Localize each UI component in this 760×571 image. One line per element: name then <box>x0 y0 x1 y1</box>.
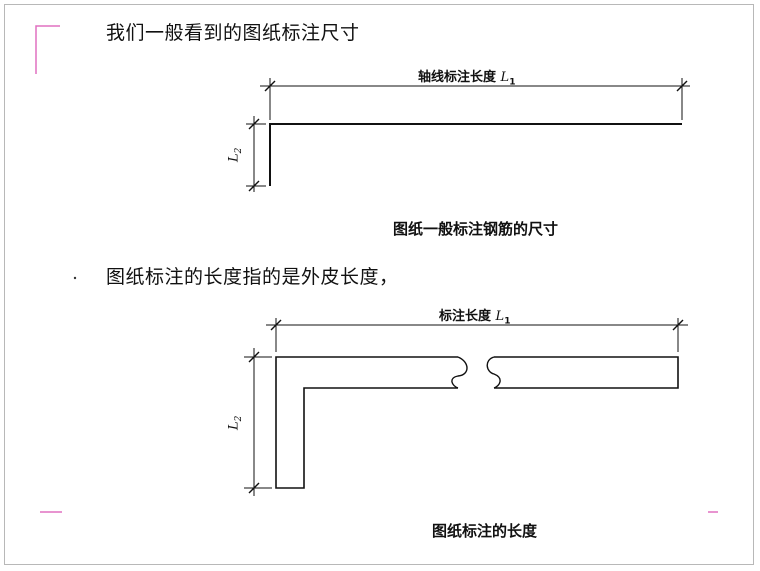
dim1v-symbol: L <box>226 153 242 162</box>
dim2-label: 标注长度 L1 <box>439 305 510 327</box>
dim1-label-text: 轴线标注长度 <box>418 70 497 85</box>
diagram1 <box>246 78 690 192</box>
dim2v-subscript: 2 <box>233 415 244 422</box>
dim1-label: 轴线标注长度 L1 <box>418 66 515 88</box>
dim1-symbol: L <box>500 70 510 85</box>
dim2-vertical-label: L2 <box>226 416 244 430</box>
rebar-line <box>269 123 682 186</box>
dim2v-symbol: L <box>226 421 242 430</box>
rebar-outline-right <box>494 356 679 389</box>
dim1v-tick-top <box>248 118 260 130</box>
bullet-dot <box>73 276 77 280</box>
dim2-tick-right <box>672 319 684 331</box>
dim1v-tick-bottom <box>248 180 260 192</box>
dim1-subscript: 1 <box>509 77 516 88</box>
dim1-vertical-label: L2 <box>226 148 244 162</box>
dim2-label-text: 标注长度 <box>439 309 492 324</box>
dim2-subscript: 1 <box>504 316 511 327</box>
dim2v-tick-top <box>248 351 260 363</box>
caption-2: 图纸标注的长度 <box>432 522 538 540</box>
break-symbol-left <box>451 356 468 389</box>
dim2-tick-left <box>270 319 282 331</box>
caption-1: 图纸一般标注钢筋的尺寸 <box>393 220 559 238</box>
break-symbol-right <box>486 356 501 389</box>
heading-1: 我们一般看到的图纸标注尺寸 <box>106 22 360 44</box>
heading-2: 图纸标注的长度指的是外皮长度， <box>106 266 399 288</box>
dim2-symbol: L <box>495 309 505 324</box>
rebar-outline-left <box>275 356 458 489</box>
top-left-corner-mark <box>35 25 60 74</box>
dim1-tick-left <box>264 80 276 92</box>
dim2v-tick-bottom <box>248 482 260 494</box>
dim1-tick-right <box>676 80 688 92</box>
dim1v-subscript: 2 <box>233 147 244 154</box>
corner-marks <box>35 25 718 513</box>
diagram2 <box>244 318 688 496</box>
slide-frame <box>4 4 754 565</box>
